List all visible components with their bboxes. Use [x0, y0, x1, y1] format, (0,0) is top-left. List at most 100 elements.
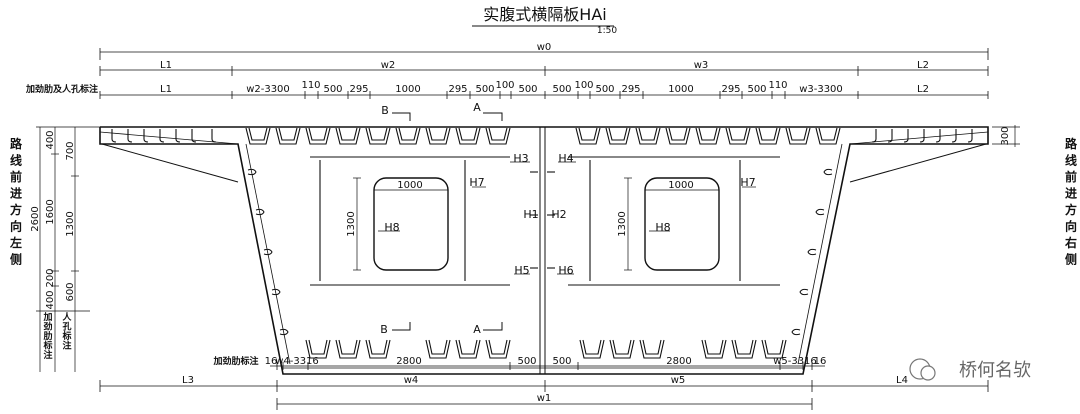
- diaphragm-stiffeners: [310, 157, 780, 285]
- top-u-rib: [336, 340, 360, 358]
- section-marker-b-bottom: [392, 322, 410, 330]
- dim-detail: 500: [552, 84, 571, 95]
- label-h5: H5: [514, 264, 529, 277]
- top-u-rib: [732, 340, 756, 358]
- top-u-rib: [610, 340, 634, 358]
- cantilever-stiffener: [952, 129, 956, 142]
- top-u-rib-inner: [309, 128, 327, 140]
- dim-400-top: 400: [45, 130, 56, 149]
- dim-2600: 2600: [30, 206, 41, 231]
- web-stiffener: [264, 249, 272, 254]
- top-u-rib-inner: [459, 128, 477, 140]
- cantilever-stiffener: [160, 129, 164, 142]
- top-u-rib: [366, 128, 390, 144]
- dim-detail: 110: [301, 80, 320, 91]
- cantilever-stiffener: [920, 129, 924, 142]
- drawing-title: 实腹式横隔板HAi: [483, 5, 606, 24]
- section-b-top-label: B: [381, 104, 389, 117]
- label-h3: H3: [513, 152, 528, 165]
- dim-400-bottom: 400: [45, 290, 56, 309]
- web-stiffener: [816, 209, 824, 214]
- dim-700: 700: [65, 141, 76, 160]
- top-u-rib-inner: [765, 340, 783, 354]
- top-u-rib: [576, 128, 600, 144]
- top-u-rib: [306, 340, 330, 358]
- dim-detail: 500: [518, 84, 537, 95]
- web-stiffener-hooks: [248, 169, 832, 334]
- section-a-top-label: A: [473, 101, 481, 114]
- bottom-detail-labels: 16 w4-3316 2800 500 500 2800 w5-3316 16: [265, 356, 827, 367]
- top-u-rib: [426, 340, 450, 358]
- label-leaders: [378, 162, 756, 274]
- bottom-dimensions: [100, 362, 988, 410]
- dim-detail: 500: [552, 356, 571, 367]
- hole-height-right: 1300: [617, 211, 628, 236]
- left-dimensions: [36, 127, 100, 311]
- top-u-rib: [726, 128, 750, 144]
- dim-detail: 16: [265, 356, 278, 367]
- hole-width-right: 1000: [668, 180, 693, 191]
- top-u-rib-inner: [789, 128, 807, 140]
- top-u-rib-inner: [309, 340, 327, 354]
- manhole-right: [645, 178, 719, 270]
- top-u-rib-inner: [819, 128, 837, 140]
- web-stiffener: [824, 169, 832, 174]
- dim-detail: w2-3300: [246, 84, 290, 95]
- dim-w0: w0: [537, 42, 552, 53]
- label-h2: H2: [551, 208, 566, 221]
- top-u-rib-inner: [669, 128, 687, 140]
- stiffener-note-bottom: 加劲肋标注: [212, 355, 258, 367]
- top-u-rib: [486, 128, 510, 144]
- dim-w5: w5: [671, 375, 686, 386]
- top-u-rib: [666, 128, 690, 144]
- section-marker-a-top: [483, 113, 502, 121]
- top-u-rib-inner: [759, 128, 777, 140]
- cantilever-stiffener: [128, 129, 132, 142]
- label-h7-left: H7: [469, 176, 484, 189]
- top-u-rib: [276, 128, 300, 144]
- top-u-rib: [396, 128, 420, 144]
- dim-detail: 100: [574, 80, 593, 91]
- top-u-rib-inner: [279, 128, 297, 140]
- top-u-rib: [756, 128, 780, 144]
- top-u-rib-inner: [705, 340, 723, 354]
- top-u-rib-inner: [429, 128, 447, 140]
- top-u-rib-inner: [369, 128, 387, 140]
- top-u-rib: [636, 128, 660, 144]
- top-u-rib-inner: [579, 128, 597, 140]
- dim-1300: 1300: [65, 211, 76, 236]
- top-u-rib-inner: [339, 340, 357, 354]
- web-stiffener: [280, 329, 288, 334]
- dim-w2: w2: [381, 60, 396, 71]
- top-u-rib: [640, 340, 664, 358]
- dim-1600: 1600: [45, 199, 56, 224]
- label-h1: H1: [523, 208, 538, 221]
- dim-300: 300: [1000, 126, 1011, 145]
- dim-detail: 1000: [395, 84, 420, 95]
- top-u-rib: [486, 340, 510, 358]
- manhole-dims: [353, 178, 719, 270]
- dim-detail: 500: [747, 84, 766, 95]
- manhole-left: [374, 178, 448, 270]
- top-u-rib: [762, 340, 786, 358]
- web-stiffener: [256, 209, 264, 214]
- web-stiffener: [808, 249, 816, 254]
- dim-w1: w1: [537, 393, 552, 404]
- top-u-rib: [786, 128, 810, 144]
- top-u-rib-inner: [429, 340, 447, 354]
- top-u-rib: [456, 340, 480, 358]
- web-stiffener: [800, 289, 808, 294]
- hole-height-left: 1300: [346, 211, 357, 236]
- top-u-rib-inner: [489, 128, 507, 140]
- dim-detail: L2: [917, 84, 929, 95]
- top-u-rib-inner: [699, 128, 717, 140]
- right-dimension: [992, 125, 1020, 147]
- dim-detail: w4-3316: [275, 356, 319, 367]
- dim-w3: w3: [694, 60, 709, 71]
- dim-detail: L1: [160, 84, 172, 95]
- top-dimensions: [100, 48, 988, 99]
- cantilever-stiffener: [144, 129, 148, 142]
- stiffener-note-left: 加劲肋标注: [42, 311, 52, 361]
